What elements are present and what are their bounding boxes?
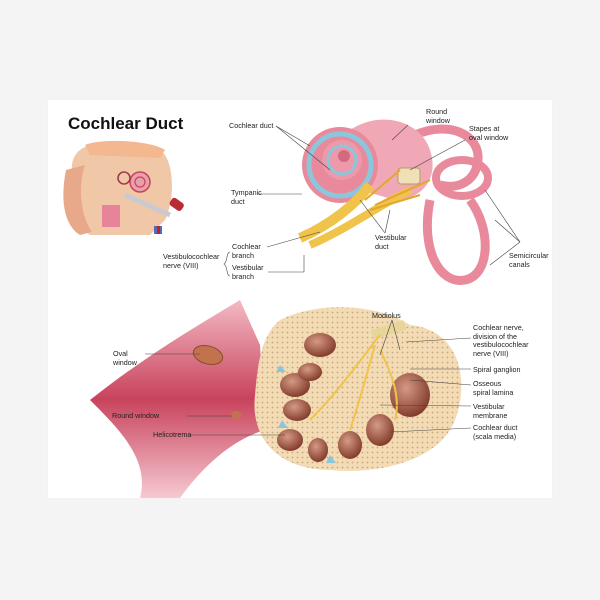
label-stapes: Stapes at oval window — [469, 124, 509, 142]
label-cochlear-duct-media: Cochlear duct (scala media) — [473, 423, 518, 441]
inner-ear-illustration — [297, 119, 492, 285]
label-osseous-spiral-lamina: Osseous spiral lamina — [473, 379, 514, 397]
label-cochlear-branch: Cochlear branch — [232, 242, 261, 260]
label-vestibulocochlear-nerve: Vestibulocochlear nerve (VIII) — [163, 252, 220, 270]
label-cochlear-duct: Cochlear duct — [229, 121, 274, 130]
label-round-window: Round window — [426, 107, 450, 125]
label-vestibular-membrane: Vestibular membrane — [473, 402, 508, 420]
cochlea-cross-section-illustration — [90, 300, 462, 498]
label-vestibular-duct: Vestibular duct — [375, 233, 407, 251]
label-vestibular-branch: Vestibular branch — [232, 263, 264, 281]
label-semicircular-canals: Semicircular canals — [509, 251, 549, 269]
leader-lines — [145, 124, 521, 436]
label-oval-window: Oval window — [113, 349, 137, 367]
label-tympanic-duct: Tympanic duct — [231, 188, 262, 206]
nerve-bracket — [223, 251, 231, 277]
diagram-title: Cochlear Duct — [68, 114, 184, 133]
label-modiolus: Modiolus — [372, 311, 401, 320]
label-round-window-bottom: Round window — [112, 411, 160, 420]
label-helicotrema: Helicotrema — [153, 430, 192, 439]
label-cochlear-nerve: Cochlear nerve, division of the vestibul… — [473, 323, 529, 358]
ear-inset-illustration — [63, 140, 184, 235]
label-spiral-ganglion: Spiral ganglion — [473, 365, 521, 374]
